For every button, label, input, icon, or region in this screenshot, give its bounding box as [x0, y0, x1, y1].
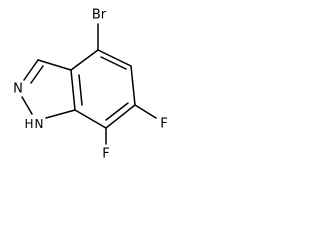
bond-c3-n2-inner [30, 65, 44, 84]
bond-c3a-c3 [37, 59, 72, 71]
bond-c5-c6 [130, 65, 136, 106]
bond-c7a-c3a [70, 69, 76, 111]
bond-c6-f [134, 104, 157, 119]
bond-c7a-c3a-inner [78, 74, 83, 106]
bond-n2-n1 [21, 96, 33, 115]
atom-n2: N [13, 82, 23, 97]
bonds [21, 23, 157, 145]
bond-c7-c7a [74, 109, 107, 129]
atom-br: Br [92, 8, 107, 23]
chemical-structure: Br F F N H N [13, 8, 168, 162]
bond-c6-c7 [105, 104, 136, 129]
atom-labels: Br F F N H N [13, 8, 168, 162]
bond-c3-n2 [23, 59, 39, 81]
bond-c4-c5-inner [100, 56, 127, 70]
atom-f-c6: F [160, 117, 167, 132]
bond-n1-c7a [45, 109, 76, 119]
atom-h-n1: H [24, 117, 33, 131]
atom-n1: N [35, 117, 44, 131]
bond-c3a-c4 [70, 49, 99, 71]
bond-c4-c5 [97, 49, 132, 67]
atom-f-c7: F [102, 147, 109, 162]
bond-c6-c7-inner [105, 102, 129, 121]
